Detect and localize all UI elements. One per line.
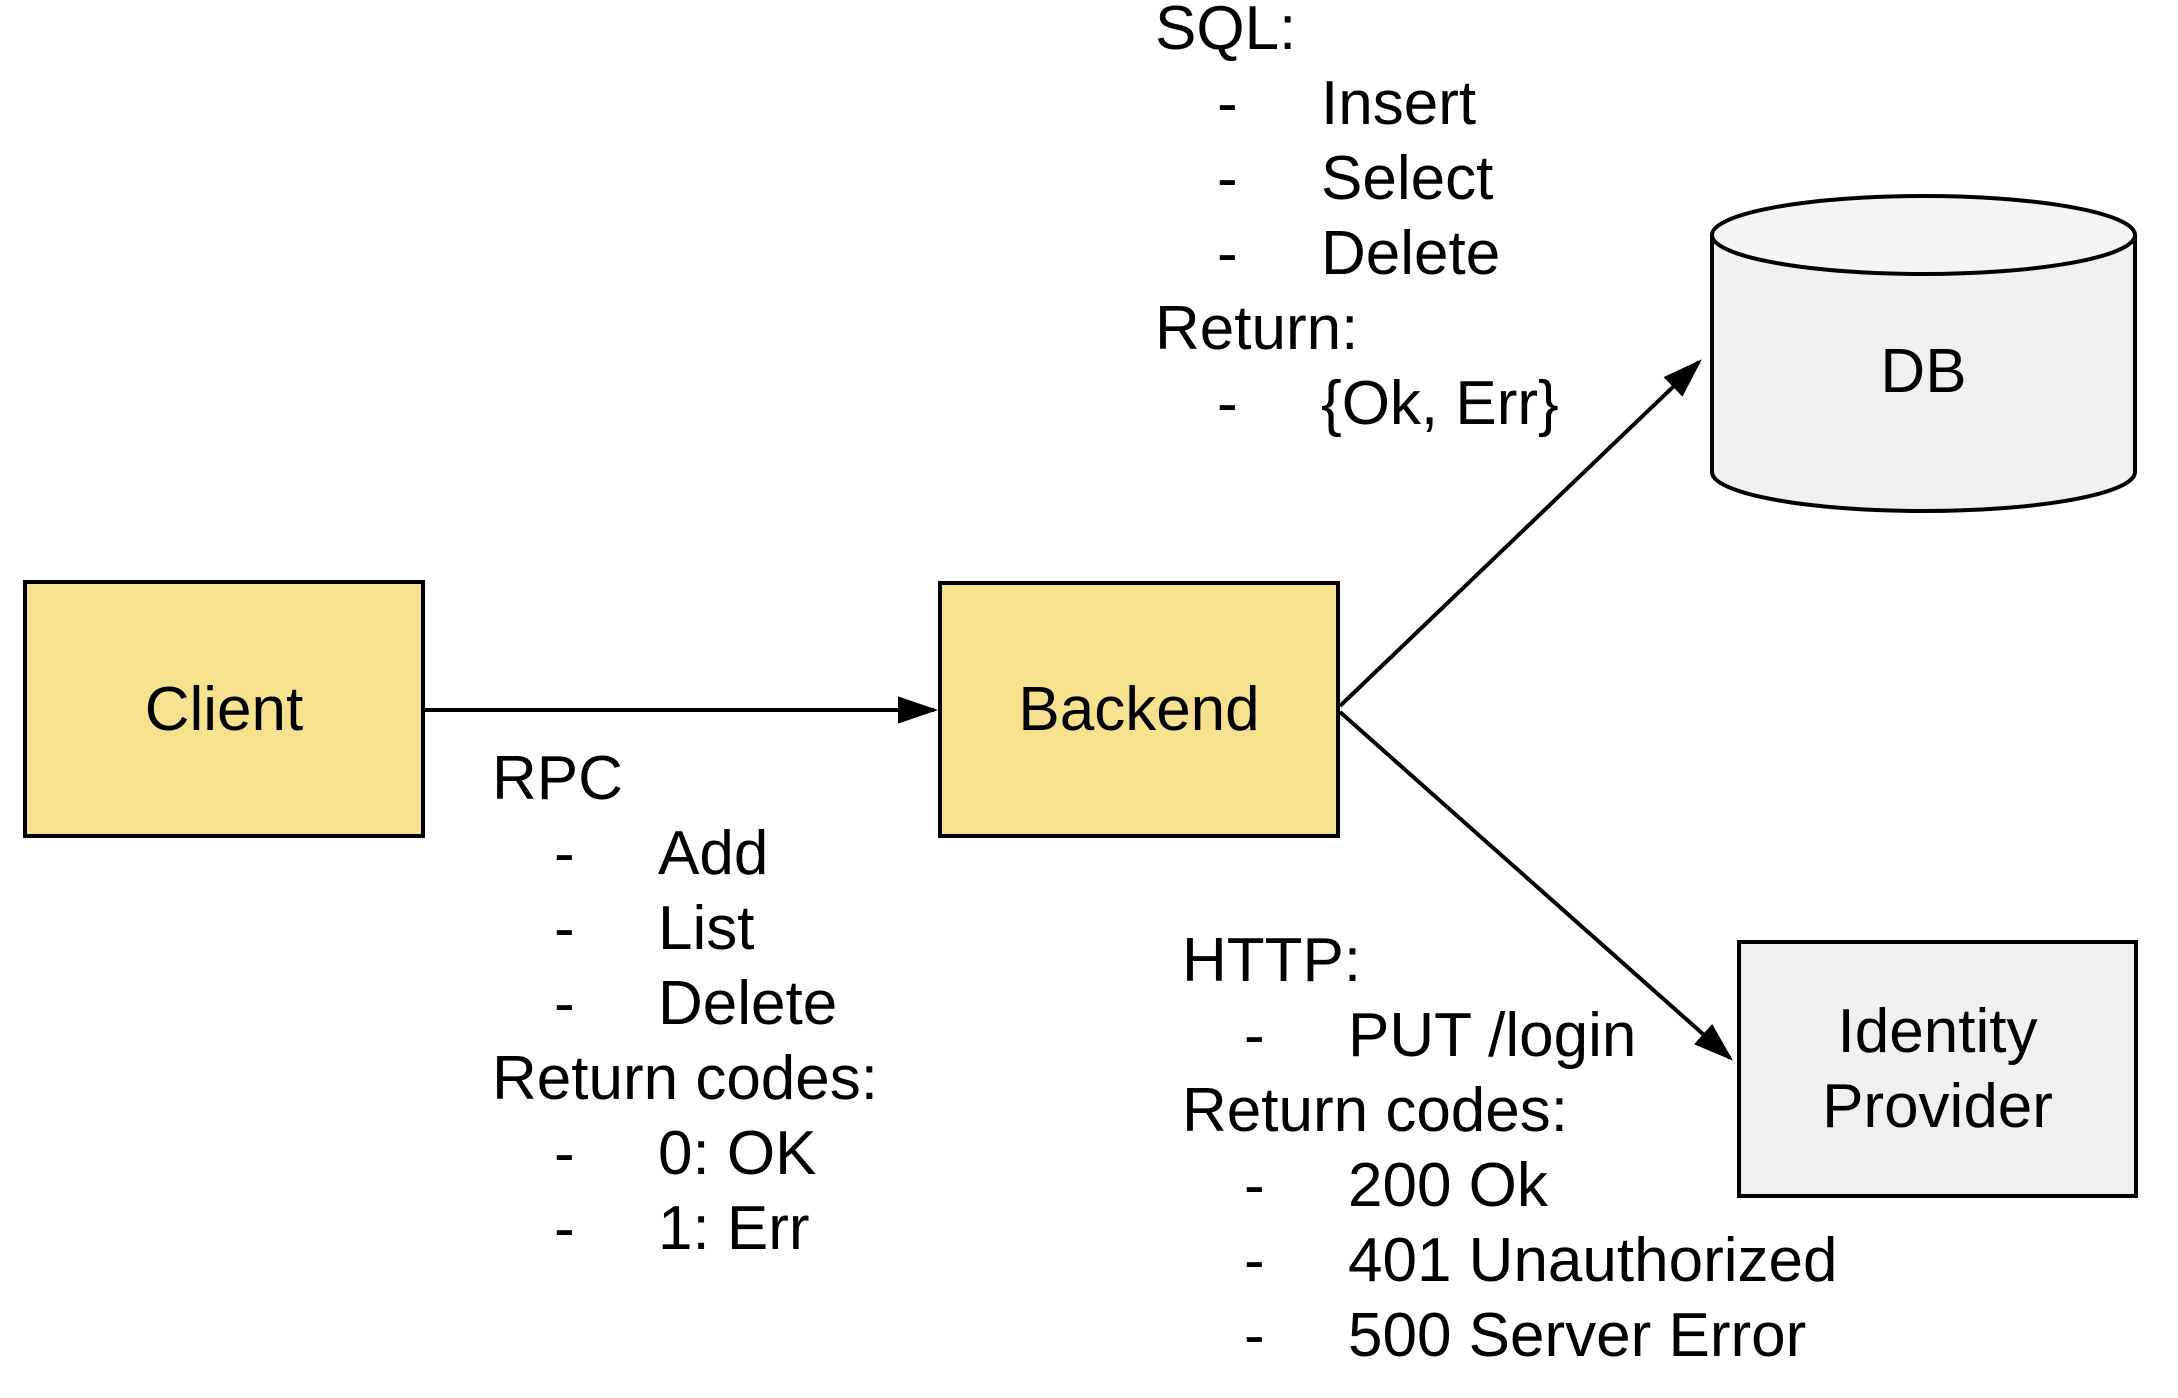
rpc-annotation-subtitle: Return codes: — [492, 1044, 878, 1113]
rpc-annotation: RPC - Add - List - Delete Return codes: - 0:… — [492, 741, 878, 1266]
rpc-annotation-title: RPC — [492, 744, 623, 813]
http-return-item: - 500 Server Error — [1182, 1298, 1837, 1373]
bullet-dash: - — [554, 819, 575, 888]
sql-annotation-title: SQL: — [1155, 0, 1297, 63]
rpc-return-item: - 0: OK — [492, 1116, 878, 1191]
sql-return-item: - {Ok, Err} — [1155, 366, 1559, 441]
rpc-item-label: Delete — [658, 969, 838, 1038]
backend-label: Backend — [1018, 675, 1260, 744]
client-node: Client — [23, 580, 425, 838]
bullet-dash: - — [554, 1119, 575, 1188]
rpc-return-item-label: 1: Err — [658, 1194, 810, 1263]
sql-annotation-subtitle: Return: — [1155, 294, 1359, 363]
rpc-return-item-label: 0: OK — [658, 1119, 817, 1188]
http-annotation-title: HTTP: — [1182, 926, 1362, 995]
http-return-item: - 401 Unauthorized — [1182, 1223, 1837, 1298]
bullet-dash: - — [554, 894, 575, 963]
bullet-dash: - — [1217, 369, 1238, 438]
bullet-dash: - — [1244, 1301, 1265, 1370]
arrow-backend-db — [1338, 359, 1702, 708]
sql-item: - Insert — [1155, 66, 1559, 141]
sql-item-label: Delete — [1321, 219, 1501, 288]
rpc-item-label: Add — [658, 819, 769, 888]
db-label: DB — [1880, 337, 1967, 406]
rpc-item-label: List — [658, 894, 755, 963]
rpc-item: - Add — [492, 816, 878, 891]
rpc-return-item: - 1: Err — [492, 1191, 878, 1266]
http-return-item-label: 401 Unauthorized — [1348, 1226, 1838, 1295]
http-return-item-label: 200 Ok — [1348, 1151, 1548, 1220]
http-return-item-label: 500 Server Error — [1348, 1301, 1807, 1370]
bullet-dash: - — [1244, 1226, 1265, 1295]
db-cylinder — [1710, 194, 2137, 513]
http-annotation-subtitle: Return codes: — [1182, 1076, 1568, 1145]
sql-item: - Delete — [1155, 216, 1559, 291]
sql-item: - Select — [1155, 141, 1559, 216]
bullet-dash: - — [1217, 144, 1238, 213]
sql-annotation: SQL: - Insert - Select - Delete Return: - {O… — [1155, 0, 1559, 441]
bullet-dash: - — [1244, 1151, 1265, 1220]
sql-item-label: Insert — [1321, 69, 1477, 138]
rpc-item: - Delete — [492, 966, 878, 1041]
client-label: Client — [144, 674, 304, 744]
http-item-label: PUT /login — [1348, 1001, 1637, 1070]
identity-provider-label: Identity Provider — [1822, 997, 2053, 1141]
bullet-dash: - — [1217, 69, 1238, 138]
sql-item-label: Select — [1321, 144, 1494, 213]
bullet-dash: - — [1244, 1001, 1265, 1070]
http-item: - PUT /login — [1182, 998, 1837, 1073]
backend-node: Backend — [938, 581, 1340, 838]
http-annotation: HTTP: -PUT /login Return codes: -200 Ok … — [1182, 923, 1837, 1373]
bullet-dash: - — [554, 969, 575, 1038]
sql-return-item-label: {Ok, Err} — [1321, 369, 1559, 438]
bullet-dash: - — [1217, 219, 1238, 288]
bullet-dash: - — [554, 1194, 575, 1263]
rpc-item: - List — [492, 891, 878, 966]
arrow-backend-identity-provider — [1338, 710, 1733, 1061]
identity-provider-node: Identity Provider — [1737, 940, 2138, 1198]
http-return-item: - 200 Ok — [1182, 1148, 1837, 1223]
